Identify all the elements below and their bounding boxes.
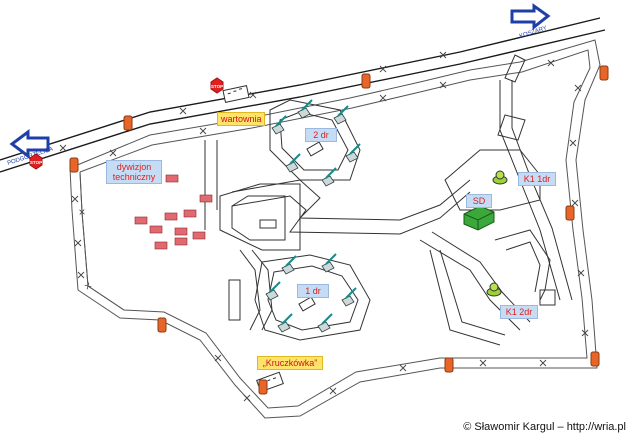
stop-sign-text: STOP xyxy=(211,84,223,89)
label-kruczkowka: „Kruczkówka” xyxy=(257,356,323,370)
perimeter-fence xyxy=(69,39,601,419)
internal-roads xyxy=(204,54,573,346)
label-2dr: 2 dr xyxy=(305,128,337,142)
dr1-building xyxy=(298,296,316,312)
fence-markers xyxy=(59,51,589,402)
label-sd: SD xyxy=(466,194,492,208)
label-dywizjon: dywizjon techniczny xyxy=(106,160,162,184)
gate-icon xyxy=(222,85,250,103)
stop-sign-icon: STOP xyxy=(210,77,224,94)
k1-2dr-dome xyxy=(486,282,502,297)
stop-sign-text: STOP xyxy=(30,160,42,165)
main-road xyxy=(0,17,606,173)
label-1dr: 1 dr xyxy=(297,284,329,298)
stop-sign-icon: STOP xyxy=(29,153,43,170)
guard-tower-icon xyxy=(69,65,609,395)
label-k1-1dr: K1 1dr xyxy=(518,172,556,186)
label-wartownia: wartownia xyxy=(217,112,265,126)
arrow-icon xyxy=(9,129,50,159)
dr2-building xyxy=(306,141,324,157)
launcher-icon xyxy=(265,99,361,333)
k1-1dr-dome xyxy=(492,170,508,185)
central-building xyxy=(259,219,277,229)
copyright-credit: © Sławomir Kargul – http://wria.pl xyxy=(463,421,626,433)
arrow-icon xyxy=(510,3,551,31)
building-icon xyxy=(134,174,213,250)
label-k1-2dr: K1 2dr xyxy=(500,305,538,319)
